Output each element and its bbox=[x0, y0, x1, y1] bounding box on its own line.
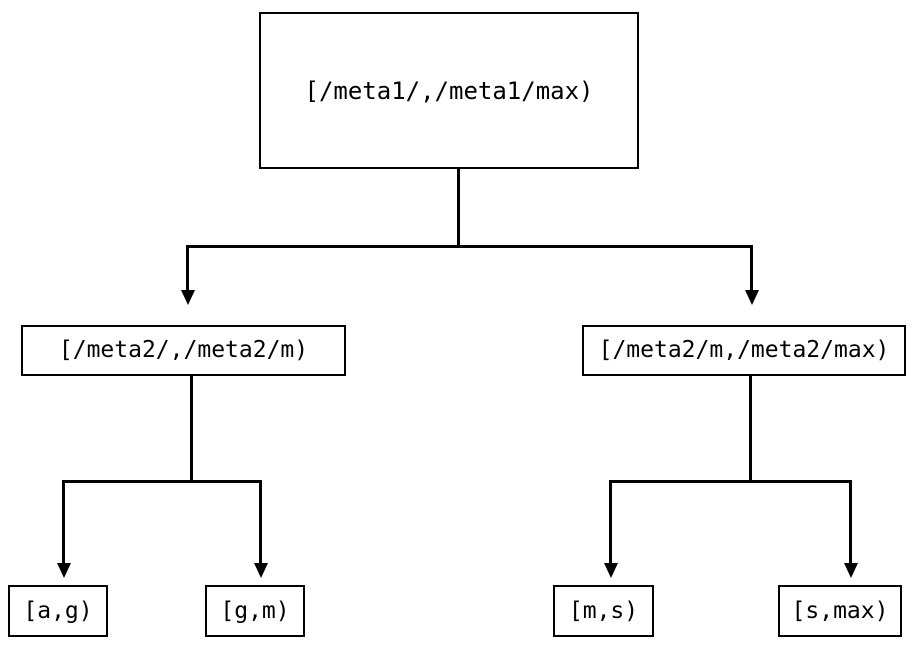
node-leaf-g-m-label: [g,m) bbox=[220, 597, 290, 624]
edge-l2-right-to-leaf3-drop bbox=[849, 480, 852, 564]
edge-l2-right-to-leaf2-drop bbox=[609, 480, 612, 564]
arrowhead-root-to-l2-right bbox=[745, 290, 759, 305]
edge-l2-left-stem bbox=[190, 376, 193, 483]
arrowhead-l2-left-to-leaf1 bbox=[254, 563, 268, 578]
edge-l2-right-crossbar bbox=[609, 480, 852, 483]
arrowhead-root-to-l2-left bbox=[181, 290, 195, 305]
arrowhead-l2-right-to-leaf3 bbox=[844, 563, 858, 578]
node-root[interactable]: [/meta1/,/meta1/max) bbox=[259, 12, 639, 169]
node-leaf-m-s-label: [m,s) bbox=[568, 597, 639, 624]
node-leaf-s-max-label: [s,max) bbox=[791, 597, 889, 624]
node-leaf-s-max[interactable]: [s,max) bbox=[778, 585, 902, 637]
edge-l2-left-crossbar bbox=[62, 480, 262, 483]
node-level2-left[interactable]: [/meta2/,/meta2/m) bbox=[21, 325, 346, 376]
arrowhead-l2-right-to-leaf2 bbox=[604, 563, 618, 578]
edge-l2-left-to-leaf0-drop bbox=[62, 480, 65, 564]
node-root-label: [/meta1/,/meta1/max) bbox=[304, 76, 594, 105]
edge-root-crossbar bbox=[186, 245, 753, 248]
edge-root-to-l2-left-drop bbox=[186, 245, 189, 291]
node-level2-right[interactable]: [/meta2/m,/meta2/max) bbox=[582, 325, 906, 376]
edge-root-stem bbox=[457, 169, 460, 248]
node-leaf-m-s[interactable]: [m,s) bbox=[553, 585, 654, 637]
edge-l2-right-stem bbox=[749, 376, 752, 483]
node-leaf-a-g[interactable]: [a,g) bbox=[8, 585, 108, 637]
edge-root-to-l2-right-drop bbox=[750, 245, 753, 291]
edge-l2-left-to-leaf1-drop bbox=[259, 480, 262, 564]
node-level2-left-label: [/meta2/,/meta2/m) bbox=[58, 337, 309, 363]
node-leaf-g-m[interactable]: [g,m) bbox=[205, 585, 305, 637]
node-level2-right-label: [/meta2/m,/meta2/max) bbox=[598, 337, 890, 363]
node-leaf-a-g-label: [a,g) bbox=[23, 597, 93, 624]
arrowhead-l2-left-to-leaf0 bbox=[57, 563, 71, 578]
